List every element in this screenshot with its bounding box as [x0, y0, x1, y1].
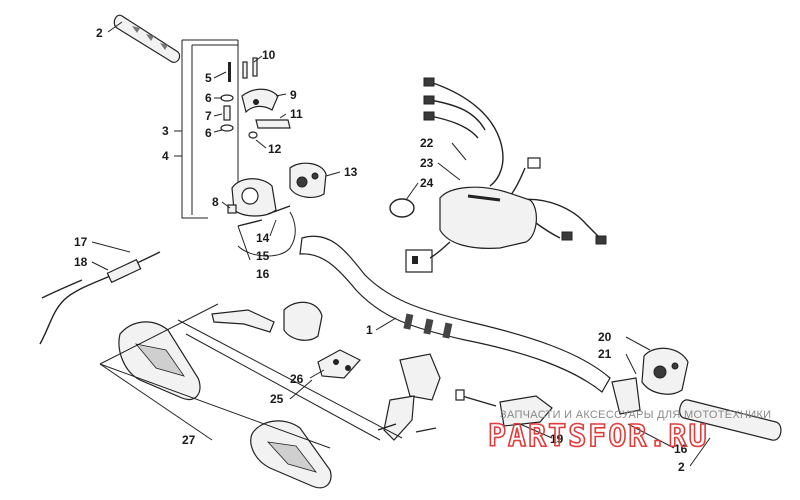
callout-25: 25	[270, 392, 284, 406]
control-module	[405, 186, 537, 273]
callout-13: 13	[344, 165, 358, 179]
callout-18: 18	[74, 255, 88, 269]
hand-guard-right	[250, 420, 332, 489]
callout-22: 22	[420, 136, 434, 150]
throttle-housing	[227, 178, 277, 217]
callout-6: 6	[205, 91, 212, 105]
callout-27: 27	[182, 433, 196, 447]
hand-guard-mount-right	[377, 353, 441, 441]
callout-26: 26	[290, 372, 304, 386]
throttle-cable	[39, 251, 161, 345]
hand-guard-mount	[211, 301, 361, 379]
callout-14: 14	[256, 231, 270, 245]
callout-12: 12	[268, 142, 282, 156]
watermark-tagline: ЗАПЧАСТИ И АКСЕССУАРЫ ДЛЯ МОТОТЕХНИКИ	[500, 409, 771, 421]
watermark: ЗАПЧАСТИ И АКСЕССУАРЫ ДЛЯ МОТОТЕХНИКИ PA…	[487, 409, 771, 455]
screws-14	[237, 205, 291, 227]
callout-16: 16	[674, 442, 688, 456]
wire-harness	[423, 77, 607, 245]
callout-16: 16	[256, 267, 270, 281]
handlebar	[299, 235, 611, 393]
hand-guard-left	[118, 321, 201, 401]
switch-housing-right	[611, 347, 689, 415]
watermark-brand: PARTSFOR.RU	[488, 419, 709, 454]
switch-housing-left	[289, 162, 327, 198]
callout-24: 24	[420, 176, 434, 190]
reflector	[455, 389, 553, 427]
callout-19: 19	[550, 432, 564, 446]
callout-4: 4	[162, 149, 169, 163]
o-ring	[389, 198, 415, 218]
callout-6: 6	[205, 126, 212, 140]
guard-frame-lines	[99, 303, 403, 449]
bracket-3-4	[181, 39, 238, 219]
leader-lines	[91, 21, 711, 467]
callout-20: 20	[598, 330, 612, 344]
callout-11: 11	[290, 107, 303, 121]
callout-15: 15	[256, 249, 270, 263]
callout-5: 5	[205, 71, 212, 85]
grip-left	[113, 14, 181, 63]
grip-right	[679, 399, 782, 441]
throttle-lever	[241, 88, 291, 129]
callout-7: 7	[205, 109, 212, 123]
callouts: 2 10 5 9 6 7 11 3 6 12 4 13 8 14 15 16 1…	[74, 26, 688, 474]
callout-8: 8	[212, 195, 219, 209]
callout-2: 2	[678, 460, 685, 474]
callout-21: 21	[598, 347, 612, 361]
callout-2: 2	[96, 26, 103, 40]
callout-9: 9	[290, 88, 297, 102]
callout-10: 10	[262, 48, 276, 62]
callout-17: 17	[74, 235, 88, 249]
callout-1: 1	[366, 323, 373, 337]
callout-3: 3	[162, 124, 169, 138]
pin-and-washers	[220, 57, 258, 139]
callout-23: 23	[420, 156, 434, 170]
